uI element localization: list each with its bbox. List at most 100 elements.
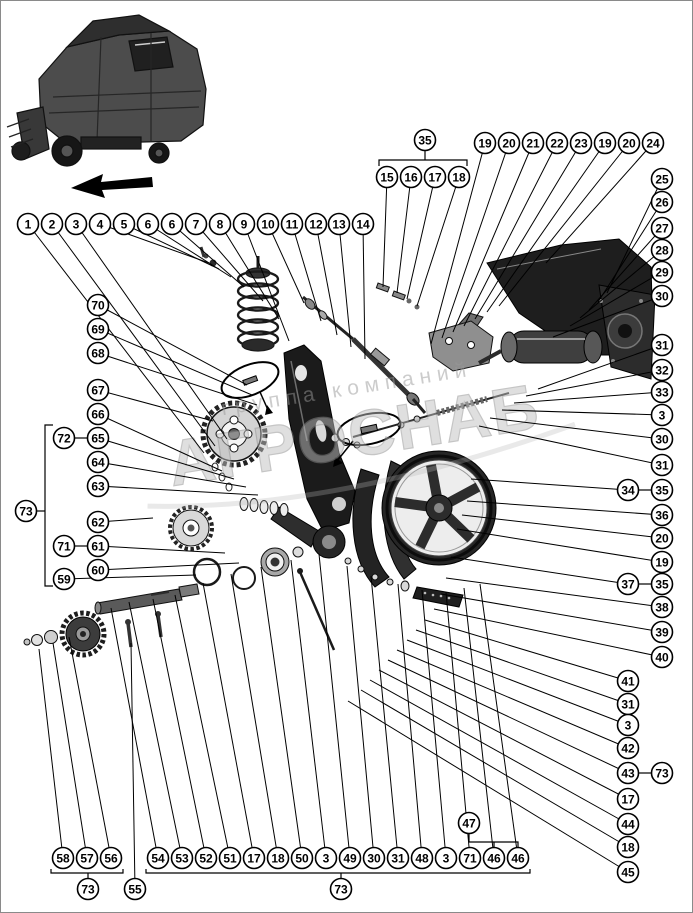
machine-thumbnail [6, 14, 207, 167]
svg-text:1: 1 [25, 217, 32, 231]
callout-65: 65 [86, 426, 110, 450]
fasteners [330, 433, 410, 592]
svg-text:3: 3 [323, 851, 330, 865]
callout-71: 71 [52, 534, 76, 558]
svg-text:11: 11 [286, 217, 299, 231]
svg-text:43: 43 [621, 766, 635, 780]
callout-31: 31 [650, 453, 674, 477]
callout-68: 68 [86, 341, 110, 365]
svg-text:23: 23 [574, 136, 588, 150]
ring [232, 566, 256, 590]
svg-text:50: 50 [295, 851, 309, 865]
washer-stack [239, 497, 289, 517]
svg-text:7: 7 [193, 217, 200, 231]
idler-sprocket [168, 505, 214, 551]
callout-17: 17 [616, 787, 640, 811]
tension-lever [283, 344, 356, 532]
svg-text:73: 73 [655, 766, 669, 780]
callout-11: 11 [280, 212, 304, 236]
callout-37: 37 [616, 572, 640, 596]
svg-text:10: 10 [261, 217, 275, 231]
callout-2: 2 [40, 212, 64, 236]
curved-arm [352, 468, 390, 588]
callout-3: 3 [434, 846, 458, 870]
callout-38: 38 [650, 595, 674, 619]
svg-text:45: 45 [621, 865, 635, 879]
svg-text:36: 36 [655, 508, 669, 522]
callout-8: 8 [208, 212, 232, 236]
cylinder [478, 330, 603, 365]
callout-25: 25 [650, 167, 674, 191]
svg-text:72: 72 [57, 431, 71, 445]
svg-text:35: 35 [655, 483, 669, 497]
callout-32: 32 [650, 358, 674, 382]
callout-73: 73 [329, 877, 353, 901]
svg-text:8: 8 [217, 217, 224, 231]
callout-3: 3 [616, 713, 640, 737]
detail-highlight [220, 361, 402, 467]
svg-text:26: 26 [655, 195, 669, 209]
svg-text:51: 51 [223, 851, 237, 865]
callout-73: 73 [76, 877, 100, 901]
pulley-wheel [381, 450, 497, 566]
callout-21: 21 [521, 131, 545, 155]
callout-50: 50 [290, 846, 314, 870]
svg-text:2: 2 [49, 217, 56, 231]
pins [125, 611, 163, 648]
svg-text:52: 52 [199, 851, 213, 865]
callout-46: 46 [506, 846, 530, 870]
svg-text:3: 3 [73, 217, 80, 231]
callout-57: 57 [75, 846, 99, 870]
svg-text:73: 73 [81, 882, 95, 896]
svg-text:31: 31 [655, 338, 669, 352]
svg-text:20: 20 [502, 136, 516, 150]
callout-9: 9 [232, 212, 256, 236]
callout-6: 6 [160, 212, 184, 236]
svg-text:57: 57 [80, 851, 94, 865]
compression-spring [236, 256, 280, 352]
callout-14: 14 [351, 212, 375, 236]
svg-text:60: 60 [91, 563, 105, 577]
callout-51: 51 [218, 846, 242, 870]
svg-text:46: 46 [487, 851, 501, 865]
svg-text:35: 35 [655, 577, 669, 591]
callout-52: 52 [194, 846, 218, 870]
crank-hub [270, 506, 346, 559]
callout-17: 17 [423, 165, 447, 189]
svg-text:73: 73 [334, 882, 348, 896]
callout-73: 73 [650, 761, 674, 785]
svg-text:24: 24 [646, 136, 660, 150]
callout-67: 67 [86, 378, 110, 402]
svg-text:37: 37 [621, 577, 635, 591]
callout-20: 20 [617, 131, 641, 155]
svg-text:55: 55 [128, 882, 142, 896]
svg-text:41: 41 [621, 674, 635, 688]
svg-text:44: 44 [621, 817, 635, 831]
svg-text:20: 20 [622, 136, 636, 150]
svg-text:64: 64 [91, 455, 105, 469]
leader-lines [27, 142, 663, 890]
callout-30: 30 [650, 284, 674, 308]
callout-28: 28 [650, 238, 674, 262]
svg-text:31: 31 [655, 458, 669, 472]
callout-70: 70 [86, 293, 110, 317]
svg-text:17: 17 [621, 792, 635, 806]
callout-30: 30 [362, 846, 386, 870]
svg-text:20: 20 [655, 531, 669, 545]
svg-text:17: 17 [428, 170, 442, 184]
bracket-lines [37, 151, 651, 878]
svg-text:27: 27 [655, 221, 669, 235]
pinion-gear [59, 610, 107, 658]
svg-text:28: 28 [655, 243, 669, 257]
svg-text:48: 48 [415, 851, 429, 865]
svg-text:6: 6 [169, 217, 176, 231]
svg-text:63: 63 [91, 479, 105, 493]
callout-69: 69 [86, 317, 110, 341]
drive-shaft [94, 583, 200, 615]
svg-text:25: 25 [655, 172, 669, 186]
svg-text:69: 69 [91, 322, 105, 336]
callout-58: 58 [51, 846, 75, 870]
callout-16: 16 [399, 165, 423, 189]
